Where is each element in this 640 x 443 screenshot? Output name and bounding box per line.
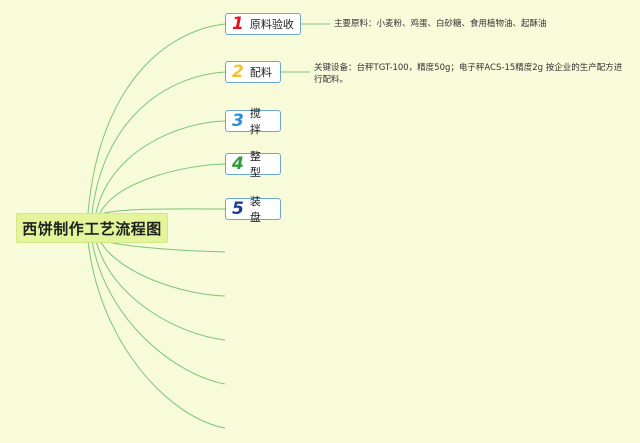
step-number-1: 1 <box>232 14 244 34</box>
branch-step-5 <box>103 208 226 214</box>
note-step-2: 关键设备：台秤TGT-100，精度50g；电子秤ACS-15精度2g 按企业的生… <box>314 62 632 86</box>
root-title: 西饼制作工艺流程图 <box>22 219 162 238</box>
branch-step-4 <box>99 163 226 214</box>
branch-empty-3 <box>95 240 226 341</box>
branch-empty-4 <box>91 240 226 385</box>
step-label-2: 配料 <box>249 66 272 79</box>
branch-step-1 <box>87 23 226 214</box>
branch-empty-2 <box>99 240 226 297</box>
step-node-5[interactable]: 5 装 盘 <box>225 195 281 224</box>
note-step-1-text: 主要原料：小麦粉、鸡蛋、白砂糖、食用植物油、起酥油 <box>334 19 547 29</box>
step-label-1: 原料验收 <box>249 18 294 31</box>
note-step-2-line-1: 关键设备：台秤TGT-100，精度50g；电子秤ACS-15精度2g 按企业的生… <box>314 63 623 73</box>
step-node-1[interactable]: 1 原料验收 <box>225 13 301 35</box>
step-label-3: 搅 拌 <box>249 107 261 136</box>
root-node[interactable]: 西饼制作工艺流程图 <box>16 213 168 243</box>
step-node-3[interactable]: 3 搅 拌 <box>225 107 281 136</box>
step-node-2[interactable]: 2 配料 <box>225 61 281 83</box>
step-label-5: 装 盘 <box>249 195 261 224</box>
branch-empty-5 <box>87 240 226 429</box>
note-step-1: 主要原料：小麦粉、鸡蛋、白砂糖、食用植物油、起酥油 <box>334 18 547 30</box>
step-number-4: 4 <box>232 154 244 174</box>
step-number-2: 2 <box>232 62 244 82</box>
step-label-4: 整 型 <box>249 150 261 179</box>
step-number-3: 3 <box>232 111 244 131</box>
branch-step-2 <box>91 71 226 214</box>
step-node-4[interactable]: 4 整 型 <box>225 150 281 179</box>
note-step-2-line-2: 行配料。 <box>314 75 349 85</box>
branch-step-3 <box>95 120 226 214</box>
branch-empty-1 <box>103 240 226 253</box>
step-number-5: 5 <box>232 199 244 219</box>
